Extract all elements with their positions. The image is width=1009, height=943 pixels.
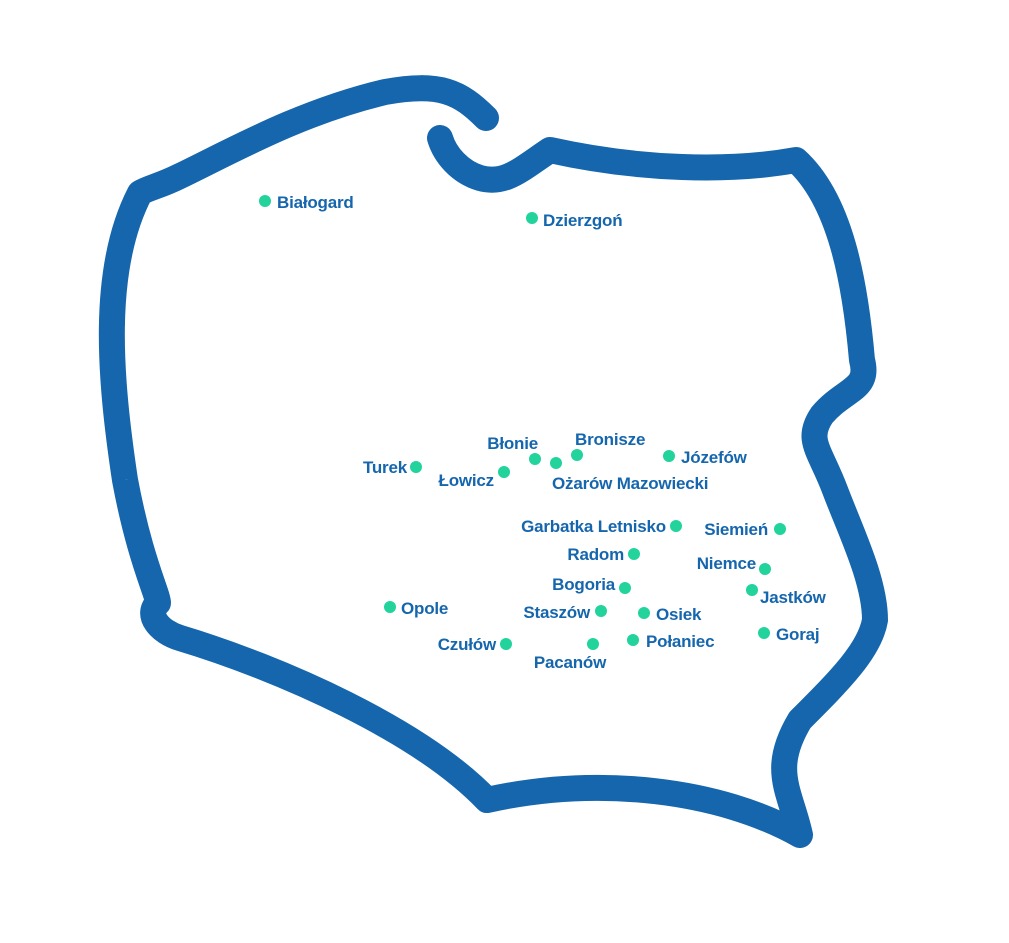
city-pacanow: Pacanów [534,638,607,672]
city-opole: Opole [384,599,448,618]
city-label-jozefow: Józefów [681,448,748,467]
city-marker-opole [384,601,396,613]
city-label-blonie: Błonie [487,434,538,453]
city-label-bronisze: Bronisze [575,430,645,449]
city-label-garbatka: Garbatka Letnisko [521,517,666,536]
city-label-ozarow: Ożarów Mazowiecki [552,474,708,493]
city-marker-garbatka [670,520,682,532]
city-label-siemien: Siemień [704,520,768,539]
city-marker-niemce [759,563,771,575]
city-label-dzierzgon: Dzierzgoń [543,211,622,230]
city-marker-polaniec [627,634,639,646]
city-bogoria: Bogoria [552,575,631,594]
city-turek: Turek [363,458,422,477]
city-label-niemce: Niemce [697,554,756,573]
city-label-jastkow: Jastków [760,588,827,607]
city-marker-jozefow [663,450,675,462]
city-label-polaniec: Połaniec [646,632,714,651]
country-outline [98,75,888,848]
city-label-osiek: Osiek [656,605,702,624]
city-blonie: Błonie [487,434,541,465]
city-jastkow: Jastków [746,584,827,607]
city-label-lowicz: Łowicz [439,471,494,490]
city-marker-ozarow [550,457,562,469]
city-staszow: Staszów [523,603,607,622]
city-marker-radom [628,548,640,560]
city-label-bogoria: Bogoria [552,575,616,594]
city-label-turek: Turek [363,458,408,477]
city-radom: Radom [567,545,640,564]
city-marker-siemien [774,523,786,535]
city-label-pacanow: Pacanów [534,653,607,672]
city-label-opole: Opole [401,599,448,618]
city-garbatka: Garbatka Letnisko [521,517,682,536]
city-marker-jastkow [746,584,758,596]
city-ozarow: Ożarów Mazowiecki [550,457,708,493]
city-label-radom: Radom [567,545,624,564]
city-niemce: Niemce [697,554,771,575]
city-polaniec: Połaniec [627,632,715,651]
city-marker-dzierzgon [526,212,538,224]
city-marker-staszow [595,605,607,617]
city-jozefow: Józefów [663,448,748,467]
city-label-staszow: Staszów [523,603,591,622]
city-marker-osiek [638,607,650,619]
city-marker-bialogard [259,195,271,207]
city-osiek: Osiek [638,605,702,624]
city-siemien: Siemień [704,520,786,539]
city-label-goraj: Goraj [776,625,819,644]
city-marker-czulow [500,638,512,650]
city-goraj: Goraj [758,625,820,644]
city-bialogard: Białogard [259,193,354,212]
city-czulow: Czułów [438,635,512,654]
city-marker-bronisze [571,449,583,461]
city-label-bialogard: Białogard [277,193,354,212]
city-marker-lowicz [498,466,510,478]
city-label-czulow: Czułów [438,635,497,654]
city-dzierzgon: Dzierzgoń [526,211,623,230]
city-marker-goraj [758,627,770,639]
city-marker-turek [410,461,422,473]
city-marker-pacanow [587,638,599,650]
city-marker-blonie [529,453,541,465]
city-lowicz: Łowicz [439,466,510,490]
city-bronisze: Bronisze [571,430,645,461]
city-marker-bogoria [619,582,631,594]
